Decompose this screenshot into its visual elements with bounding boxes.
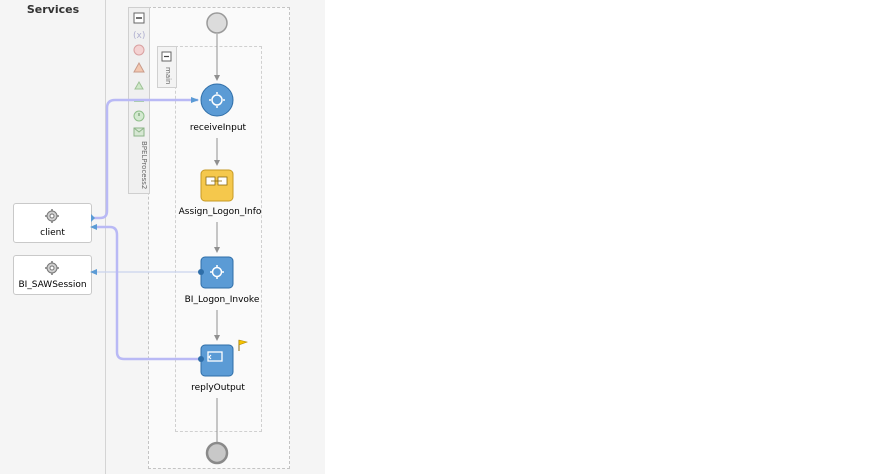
invoke-label: BI_Logon_Invoke <box>184 295 260 305</box>
alarm-icon[interactable] <box>132 108 146 122</box>
reply-activity[interactable] <box>198 344 234 377</box>
invoke-activity[interactable] <box>198 256 234 289</box>
partner-link-bi-sawsession[interactable]: BI_SAWSession <box>13 255 92 295</box>
services-title: Services <box>26 3 80 16</box>
panel-divider <box>105 0 106 474</box>
fault-handler-icon[interactable] <box>132 43 146 57</box>
end-node[interactable] <box>205 441 229 465</box>
main-sequence <box>175 46 262 432</box>
gear-icon <box>45 209 59 223</box>
variables-icon[interactable]: (x) <box>132 27 146 41</box>
wire-reply-client[interactable] <box>95 225 200 361</box>
message-event-icon[interactable] <box>132 124 146 138</box>
wire-arrowhead <box>90 224 97 230</box>
receive-label: receiveInput <box>189 123 247 133</box>
flag-icon <box>238 339 249 351</box>
start-node[interactable] <box>206 12 228 34</box>
assign-label: Assign_Logon_Info <box>178 207 262 217</box>
svg-text:(x): (x) <box>133 31 145 41</box>
partner-link-client[interactable]: client <box>13 203 92 243</box>
services-panel: Services client BI_SAWSession <box>0 0 325 474</box>
gear-icon <box>45 261 59 275</box>
partner-label: BI_SAWSession <box>18 280 87 290</box>
flow-canvas <box>90 12 249 465</box>
collapse-icon[interactable] <box>161 51 172 62</box>
collapse-icon[interactable] <box>132 11 146 25</box>
compensation-icon[interactable] <box>132 78 146 92</box>
main-tag[interactable]: main <box>157 46 177 88</box>
partner-label: client <box>40 228 65 238</box>
reply-label: replyOutput <box>191 383 245 393</box>
assign-activity[interactable] <box>200 169 234 202</box>
wire-connector <box>91 214 95 222</box>
event-handler-icon[interactable] <box>132 60 146 74</box>
wire-arrowhead <box>191 97 199 103</box>
wire-arrowhead <box>90 269 97 275</box>
wire-client-receive[interactable] <box>91 98 198 220</box>
receive-activity[interactable] <box>200 83 234 117</box>
